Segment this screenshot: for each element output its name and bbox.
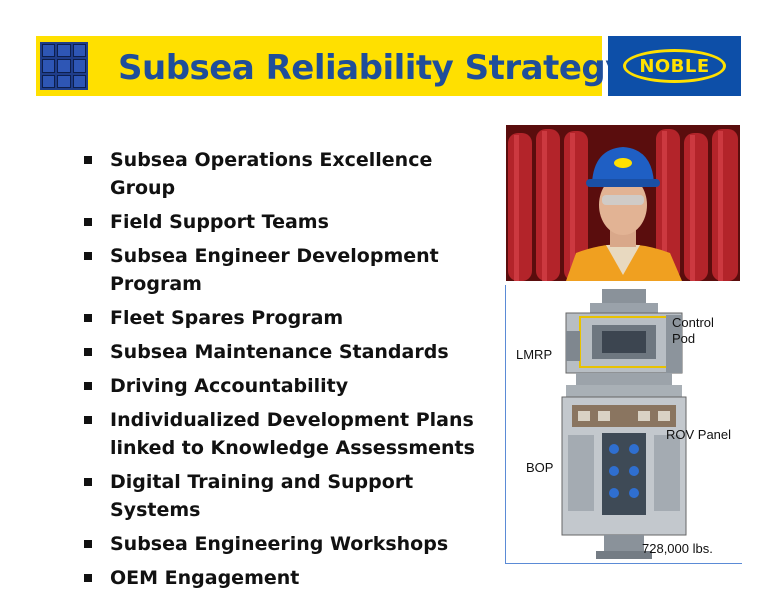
rov-panel-label: ROV Panel: [666, 427, 732, 442]
page-title: Subsea Reliability Strategy: [118, 48, 627, 88]
list-item: Subsea Maintenance Standards: [82, 338, 482, 366]
control-pod-label: Control: [672, 315, 714, 330]
brand-oval-icon: NOBLE: [623, 49, 726, 83]
brand-name: NOBLE: [639, 55, 710, 77]
bullet-square-icon: [84, 252, 92, 260]
bop-label: BOP: [526, 460, 554, 475]
bullet-square-icon: [84, 348, 92, 356]
bullet-square-icon: [84, 540, 92, 548]
bullet-square-icon: [84, 574, 92, 582]
bullet-square-icon: [84, 314, 92, 322]
bullet-square-icon: [84, 382, 92, 390]
lmrp-label: LMRP: [516, 347, 553, 362]
worker-photo: [506, 125, 740, 281]
brand-logo: NOBLE: [608, 36, 741, 96]
title-bar: [36, 36, 602, 96]
worker-photo-art: [506, 125, 740, 281]
weight-label: 728,000 lbs.: [642, 541, 713, 556]
list-item: Subsea Engineering Workshops: [82, 530, 482, 558]
list-item: OEM Engagement: [82, 564, 482, 592]
bullet-square-icon: [84, 156, 92, 164]
list-item: Fleet Spares Program: [82, 304, 482, 332]
bop-stack-art: [561, 289, 687, 559]
control-pod-label-2: Pod: [672, 331, 696, 346]
bop-stack-diagram: Control Pod LMRP ROV Panel BOP 728,000 l…: [505, 285, 742, 564]
list-item: Subsea Operations Excellence Group: [82, 146, 482, 202]
bullet-square-icon: [84, 416, 92, 424]
bullet-square-icon: [84, 218, 92, 226]
list-item: Field Support Teams: [82, 208, 482, 236]
bullet-square-icon: [84, 478, 92, 486]
bullet-list: Subsea Operations Excellence Group Field…: [82, 146, 482, 598]
list-item: Digital Training and Support Systems: [82, 468, 482, 524]
list-item: Driving Accountability: [82, 372, 482, 400]
grid-logo-icon: [40, 42, 88, 90]
